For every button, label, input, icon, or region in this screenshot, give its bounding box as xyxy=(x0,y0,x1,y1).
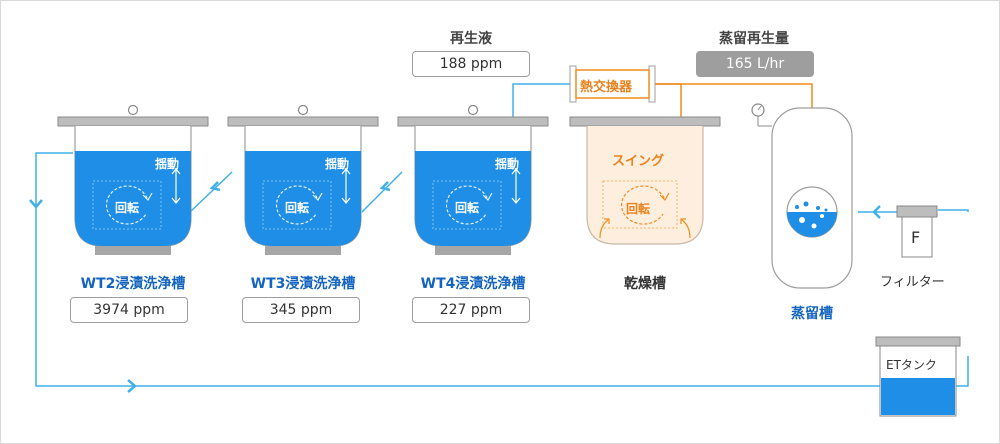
distiller-tank xyxy=(751,103,853,289)
orange-pipe xyxy=(655,83,813,132)
dryer-swing-label: スイング xyxy=(612,154,665,169)
wt2-tank xyxy=(57,104,209,255)
return-pipe xyxy=(35,83,969,387)
flow-arrow-wt4 xyxy=(379,181,391,192)
dryer-rotate-label: 回転 xyxy=(626,202,651,216)
dryer-label: 乾燥槽 xyxy=(624,276,666,292)
filter-label: フィルター xyxy=(880,275,945,290)
filter-unit xyxy=(896,205,938,258)
wt4-shake-label: 揺動 xyxy=(495,157,520,171)
flow-arrow-down xyxy=(29,199,43,209)
wt2-rotate-label: 回転 xyxy=(115,201,140,215)
distiller-label: 蒸留槽 xyxy=(791,306,833,322)
wt4-tank xyxy=(397,104,549,255)
filter-letter: F xyxy=(911,228,921,247)
wt2-tank-label: WT2浸漬洗浄槽 xyxy=(80,276,186,292)
flow-arrow-right xyxy=(127,379,137,393)
regen-ppm-box: 188 ppm xyxy=(412,51,530,77)
dryer-tank xyxy=(569,116,721,245)
et-tank xyxy=(875,336,961,417)
flow-arrow-left-filter xyxy=(872,205,881,219)
wt4-ppm-box: 227 ppm xyxy=(412,297,530,323)
wt2-shake-label: 揺動 xyxy=(155,157,180,171)
heat-exchanger xyxy=(569,65,656,103)
wt3-shake-label: 揺動 xyxy=(325,157,350,171)
wt4-tank-label: WT4浸漬洗浄槽 xyxy=(420,276,526,292)
wt2-ppm-box: 3974 ppm xyxy=(70,297,188,323)
heat-exchanger-label: 熱交換器 xyxy=(580,80,633,95)
regen-title: 再生液 xyxy=(450,31,492,47)
wt3-rotate-label: 回転 xyxy=(285,201,310,215)
wt4-rotate-label: 回転 xyxy=(455,201,480,215)
flow-arrow-wt3 xyxy=(209,181,221,192)
distill-rate-box: 165 L/hr xyxy=(696,51,814,77)
distill-rate-title: 蒸留再生量 xyxy=(719,31,789,47)
wt3-ppm-box: 345 ppm xyxy=(242,297,360,323)
et-tank-label: ETタンク xyxy=(886,358,937,372)
wt3-tank xyxy=(227,104,379,255)
wt3-tank-label: WT3浸漬洗浄槽 xyxy=(250,276,356,292)
